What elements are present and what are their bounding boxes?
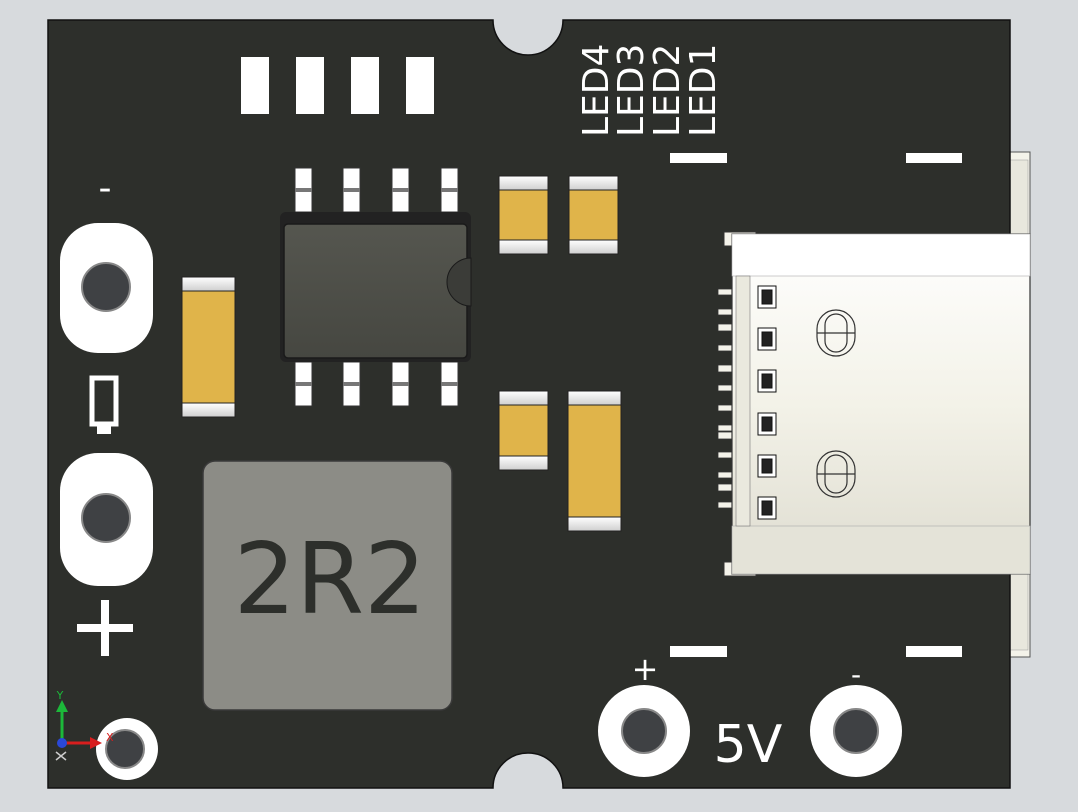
connector-silkscreen (670, 153, 962, 657)
led2-label: LED2 (647, 44, 688, 137)
led-labels: LED4 LED3 LED2 LED1 (576, 44, 724, 137)
led1-label: LED1 (683, 44, 724, 137)
led-bar (351, 57, 379, 114)
output-voltage-label: 5V (714, 715, 783, 775)
inductor-l1: 2R2 (202, 460, 453, 711)
capacitor-c1 (181, 276, 236, 418)
ic-pins-bottom (294, 361, 459, 407)
led3-label: LED3 (611, 44, 652, 137)
mounting-hole (96, 718, 158, 780)
output-minus-label: - (851, 658, 861, 691)
usb-c-connector (717, 231, 1031, 577)
usb-contacts (757, 285, 777, 520)
input-minus-label: - (99, 168, 112, 209)
output-plus-label: + (632, 650, 659, 688)
inductor-label: 2R2 (234, 523, 427, 637)
triad-x-label: X (106, 731, 114, 744)
capacitor-c4 (498, 390, 549, 471)
polarity-symbol (89, 375, 119, 434)
led-bar (296, 57, 324, 114)
input-pad-minus (60, 223, 153, 353)
triad-y-label: Y (56, 689, 64, 702)
capacitor-c5 (567, 390, 622, 532)
led4-label: LED4 (576, 44, 617, 137)
ic-pins-top (294, 167, 459, 213)
led-indicator-bars (241, 57, 434, 114)
input-plus-label (77, 600, 133, 656)
capacitor-c2 (498, 175, 549, 255)
led-bar (241, 57, 269, 114)
output-pad-minus (810, 685, 902, 777)
output-pad-plus (598, 685, 690, 777)
led-bar (406, 57, 434, 114)
usb-pegs (816, 309, 856, 498)
ic-chip (280, 212, 472, 362)
input-pad-plus (60, 453, 153, 586)
capacitor-c3 (568, 175, 619, 255)
coordinate-triad: Y X (55, 689, 114, 761)
